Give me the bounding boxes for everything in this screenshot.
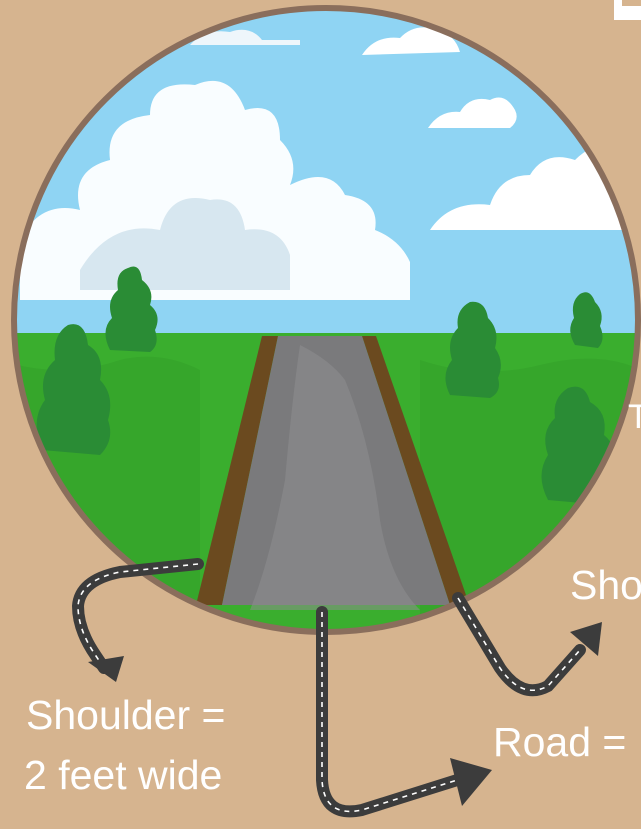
left-shoulder-label-line2: 2 feet wide	[24, 755, 222, 796]
left-shoulder-label-line1: Shoulder =	[26, 695, 225, 736]
curved-arrow-icon	[458, 598, 602, 690]
road-label: Road =	[493, 722, 626, 763]
right-shoulder-label: Sho	[570, 565, 641, 606]
curved-arrow-icon	[322, 612, 492, 811]
right-edge-label: T	[628, 400, 641, 434]
